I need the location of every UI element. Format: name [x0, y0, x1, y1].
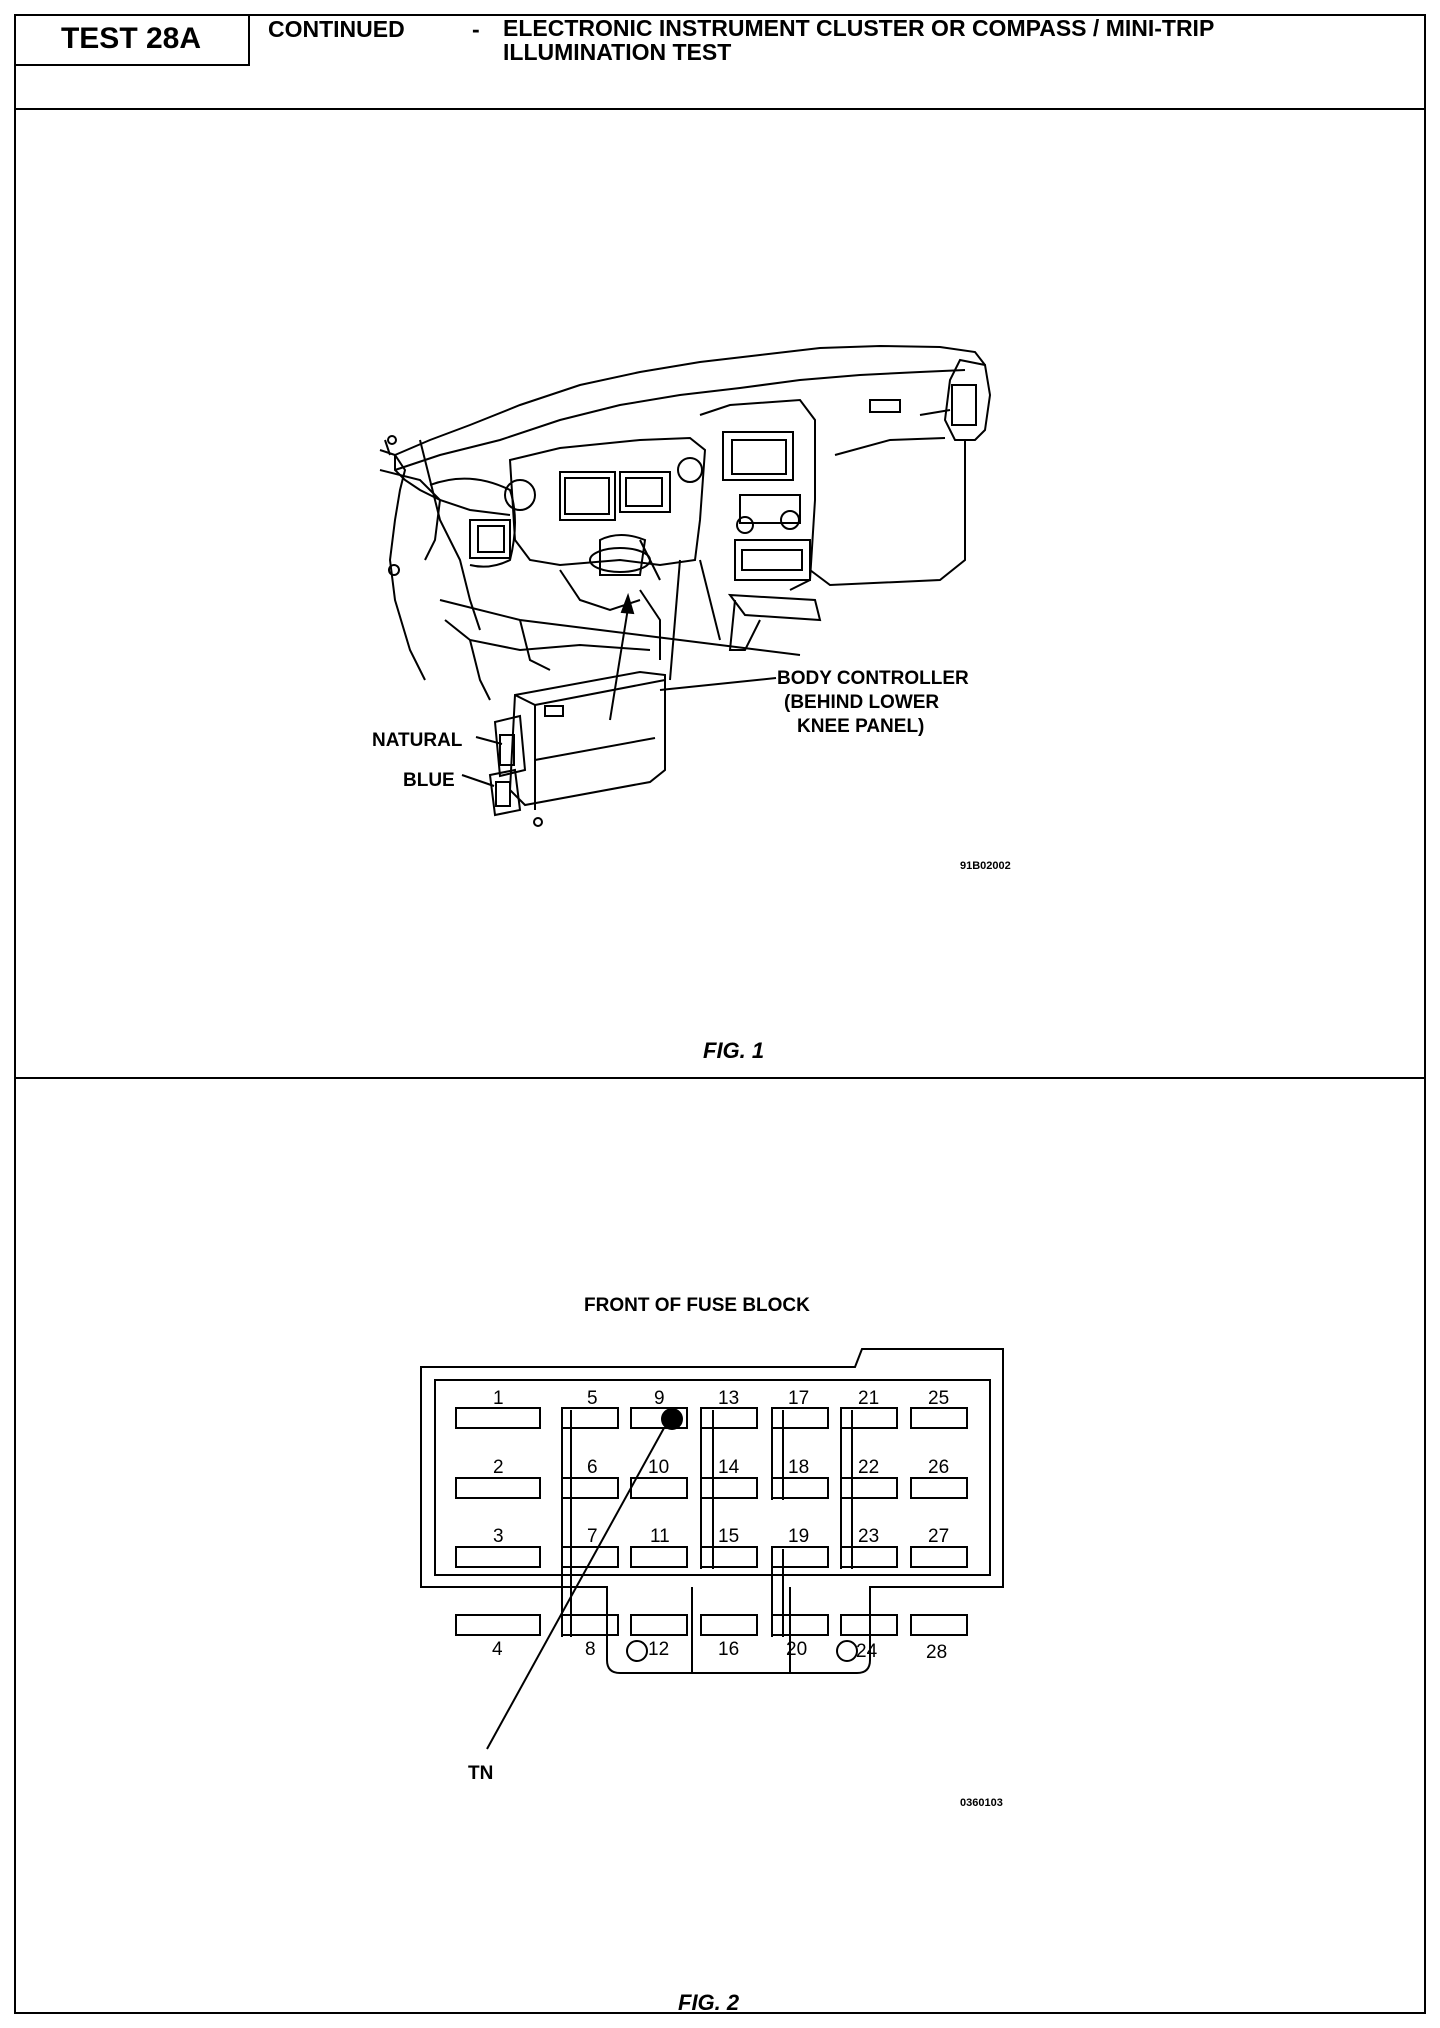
fuse-slot-25	[910, 1407, 968, 1429]
body-controller-label-line1: BODY CONTROLLER	[777, 668, 969, 689]
fuse-number-12: 12	[648, 1639, 669, 1660]
fuse-number-22: 22	[858, 1457, 879, 1478]
natural-connector-label: NATURAL	[372, 730, 463, 751]
fuse-number-9: 9	[654, 1388, 665, 1409]
fuse-slot-20	[771, 1614, 829, 1636]
fuse-bus-lines	[561, 1410, 853, 1637]
fuse-number-17: 17	[788, 1388, 809, 1409]
fig2-labels: FRONT OF FUSE BLOCK TN 0360103	[468, 1295, 1003, 1809]
fuse-numbers: 1 2 3 4 5 6 7 8 9 10 11 12 13 14 15 16 1…	[492, 1388, 949, 1663]
fuse-slot-3	[455, 1546, 541, 1568]
fuse-number-5: 5	[587, 1388, 598, 1409]
figure-divider	[14, 1077, 1426, 1079]
fuse-number-11: 11	[650, 1526, 670, 1547]
body-controller-label-line2: (BEHIND LOWER	[784, 692, 939, 713]
fuse-number-14: 14	[718, 1457, 740, 1478]
fuse-number-21: 21	[858, 1388, 879, 1409]
tn-label: TN	[468, 1763, 493, 1784]
blue-connector-label: BLUE	[403, 770, 455, 791]
title-line-1: ELECTRONIC INSTRUMENT CLUSTER OR COMPASS…	[503, 15, 1215, 41]
fuse-number-2: 2	[493, 1457, 504, 1478]
fuse-slot-13	[700, 1407, 758, 1429]
fuse-number-3: 3	[493, 1526, 504, 1547]
title-dash: -	[472, 16, 480, 42]
fig1-labels: BODY CONTROLLER (BEHIND LOWER KNEE PANEL…	[372, 668, 1011, 872]
fuse-slot-14	[700, 1477, 758, 1499]
fuse-number-25: 25	[928, 1388, 949, 1409]
fuse-block	[420, 1348, 1004, 1674]
fuse-number-6: 6	[587, 1457, 598, 1478]
fuse-number-16: 16	[718, 1639, 739, 1660]
fuse-slot-22	[840, 1477, 898, 1499]
fuse-slot-27	[910, 1546, 968, 1568]
fuse-slot-12	[630, 1614, 688, 1636]
fuse-number-7: 7	[587, 1526, 598, 1547]
fuse-slot-17	[771, 1407, 829, 1429]
page-frame	[14, 14, 1426, 2014]
fuse-number-20: 20	[786, 1639, 807, 1660]
fuse-number-26: 26	[928, 1457, 949, 1478]
fuse-number-18: 18	[788, 1457, 809, 1478]
fig1-reference-code: 91B02002	[960, 860, 1011, 872]
fuse-number-10: 10	[648, 1457, 669, 1478]
fuse-slot-21	[840, 1407, 898, 1429]
header: TEST 28A CONTINUED - ELECTRONIC INSTRUME…	[14, 14, 1426, 110]
fuse-number-19: 19	[788, 1526, 809, 1547]
fuse-number-1: 1	[493, 1388, 504, 1409]
fig1-caption: FIG. 1	[703, 1038, 765, 1063]
fuse-slot-11	[630, 1546, 688, 1568]
fuse-block-heading: FRONT OF FUSE BLOCK	[584, 1295, 810, 1316]
dashboard-illustration	[379, 344, 992, 827]
fuse-slot-4	[455, 1614, 541, 1636]
test-point-marker	[661, 1408, 683, 1430]
fuse-slot-10	[630, 1477, 688, 1499]
title-line-2: ILLUMINATION TEST	[503, 39, 732, 65]
fig2-reference-code: 0360103	[960, 1797, 1003, 1809]
fuse-slot-2	[455, 1477, 541, 1499]
fuse-number-15: 15	[718, 1526, 739, 1547]
fuse-slot-16	[700, 1614, 758, 1636]
fuse-slot-15	[700, 1546, 758, 1568]
fuse-number-4: 4	[492, 1639, 503, 1660]
fuse-slot-26	[910, 1477, 968, 1499]
fuse-number-27: 27	[928, 1526, 949, 1547]
continued-label: CONTINUED	[268, 16, 405, 42]
page-title: ELECTRONIC INSTRUMENT CLUSTER OR COMPASS…	[503, 16, 1403, 64]
fig2-caption: FIG. 2	[678, 1990, 740, 2015]
fuse-slots	[455, 1407, 968, 1636]
fuse-slot-9	[630, 1407, 688, 1429]
fuse-number-24: 24	[856, 1641, 878, 1662]
body-controller-label-line3: KNEE PANEL)	[797, 716, 924, 737]
fuse-slot-18	[771, 1477, 829, 1499]
fuse-number-28: 28	[926, 1642, 947, 1663]
test-label: TEST 28A	[14, 14, 250, 66]
fuse-slot-1	[455, 1407, 541, 1429]
fuse-number-13: 13	[718, 1388, 739, 1409]
tn-leader-line	[486, 1427, 665, 1750]
fuse-slot-24	[840, 1614, 898, 1636]
fuse-slot-19	[771, 1546, 829, 1568]
fuse-slot-23	[840, 1546, 898, 1568]
fuse-number-8: 8	[585, 1639, 596, 1660]
fuse-number-23: 23	[858, 1526, 879, 1547]
fuse-slot-28	[910, 1614, 968, 1636]
